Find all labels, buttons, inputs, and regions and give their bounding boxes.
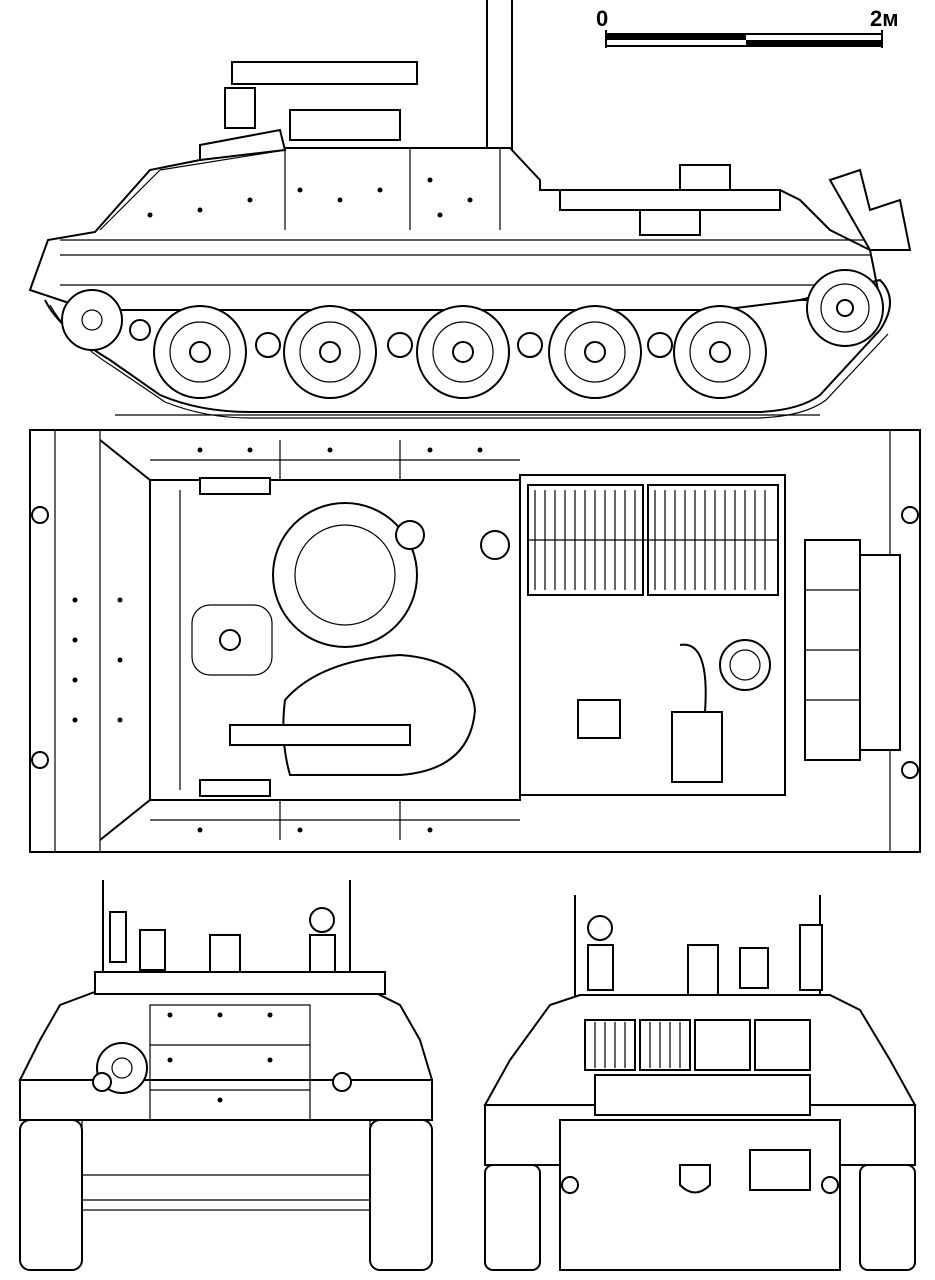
radiator-2 (639, 1019, 691, 1071)
radiator-1 (584, 1019, 636, 1071)
road-wheel-1 (153, 305, 247, 399)
engine-deck (519, 474, 786, 796)
headlight-right (332, 1072, 352, 1092)
radiator-4 (754, 1019, 811, 1071)
top-view (29, 429, 921, 853)
drive-sprocket (806, 269, 884, 347)
hull-top-outline (29, 429, 921, 853)
road-wheel-4 (548, 305, 642, 399)
front-view (18, 880, 434, 1271)
hull-front (18, 989, 434, 1081)
track-rear-right (859, 1164, 916, 1271)
idler-wheel (61, 289, 123, 351)
rear-emblem (679, 1164, 711, 1194)
scale-bar: 0 2м (596, 6, 899, 48)
road-wheel-5 (673, 305, 767, 399)
periscope (219, 629, 241, 651)
searchlight-front (309, 907, 335, 933)
scale-bar-segment-2 (746, 40, 882, 46)
road-wheel-2 (283, 305, 377, 399)
scale-end-label: 2м (870, 6, 899, 31)
scale-start-label: 0 (596, 6, 608, 31)
track-rear-left (484, 1164, 541, 1271)
rear-plate (749, 1149, 811, 1191)
road-wheel-3 (416, 305, 510, 399)
scale-bar-segment-1 (606, 34, 746, 40)
rear-door (559, 1119, 841, 1271)
headlight-left (92, 1072, 112, 1092)
searchlight-rear (587, 915, 613, 941)
side-view (28, 0, 912, 419)
track-front-left (19, 1119, 83, 1271)
rear-view (483, 895, 917, 1271)
track-front-right (369, 1119, 433, 1271)
launcher-box (231, 61, 418, 85)
radiator-3 (694, 1019, 751, 1071)
commander-hatch (272, 502, 418, 648)
